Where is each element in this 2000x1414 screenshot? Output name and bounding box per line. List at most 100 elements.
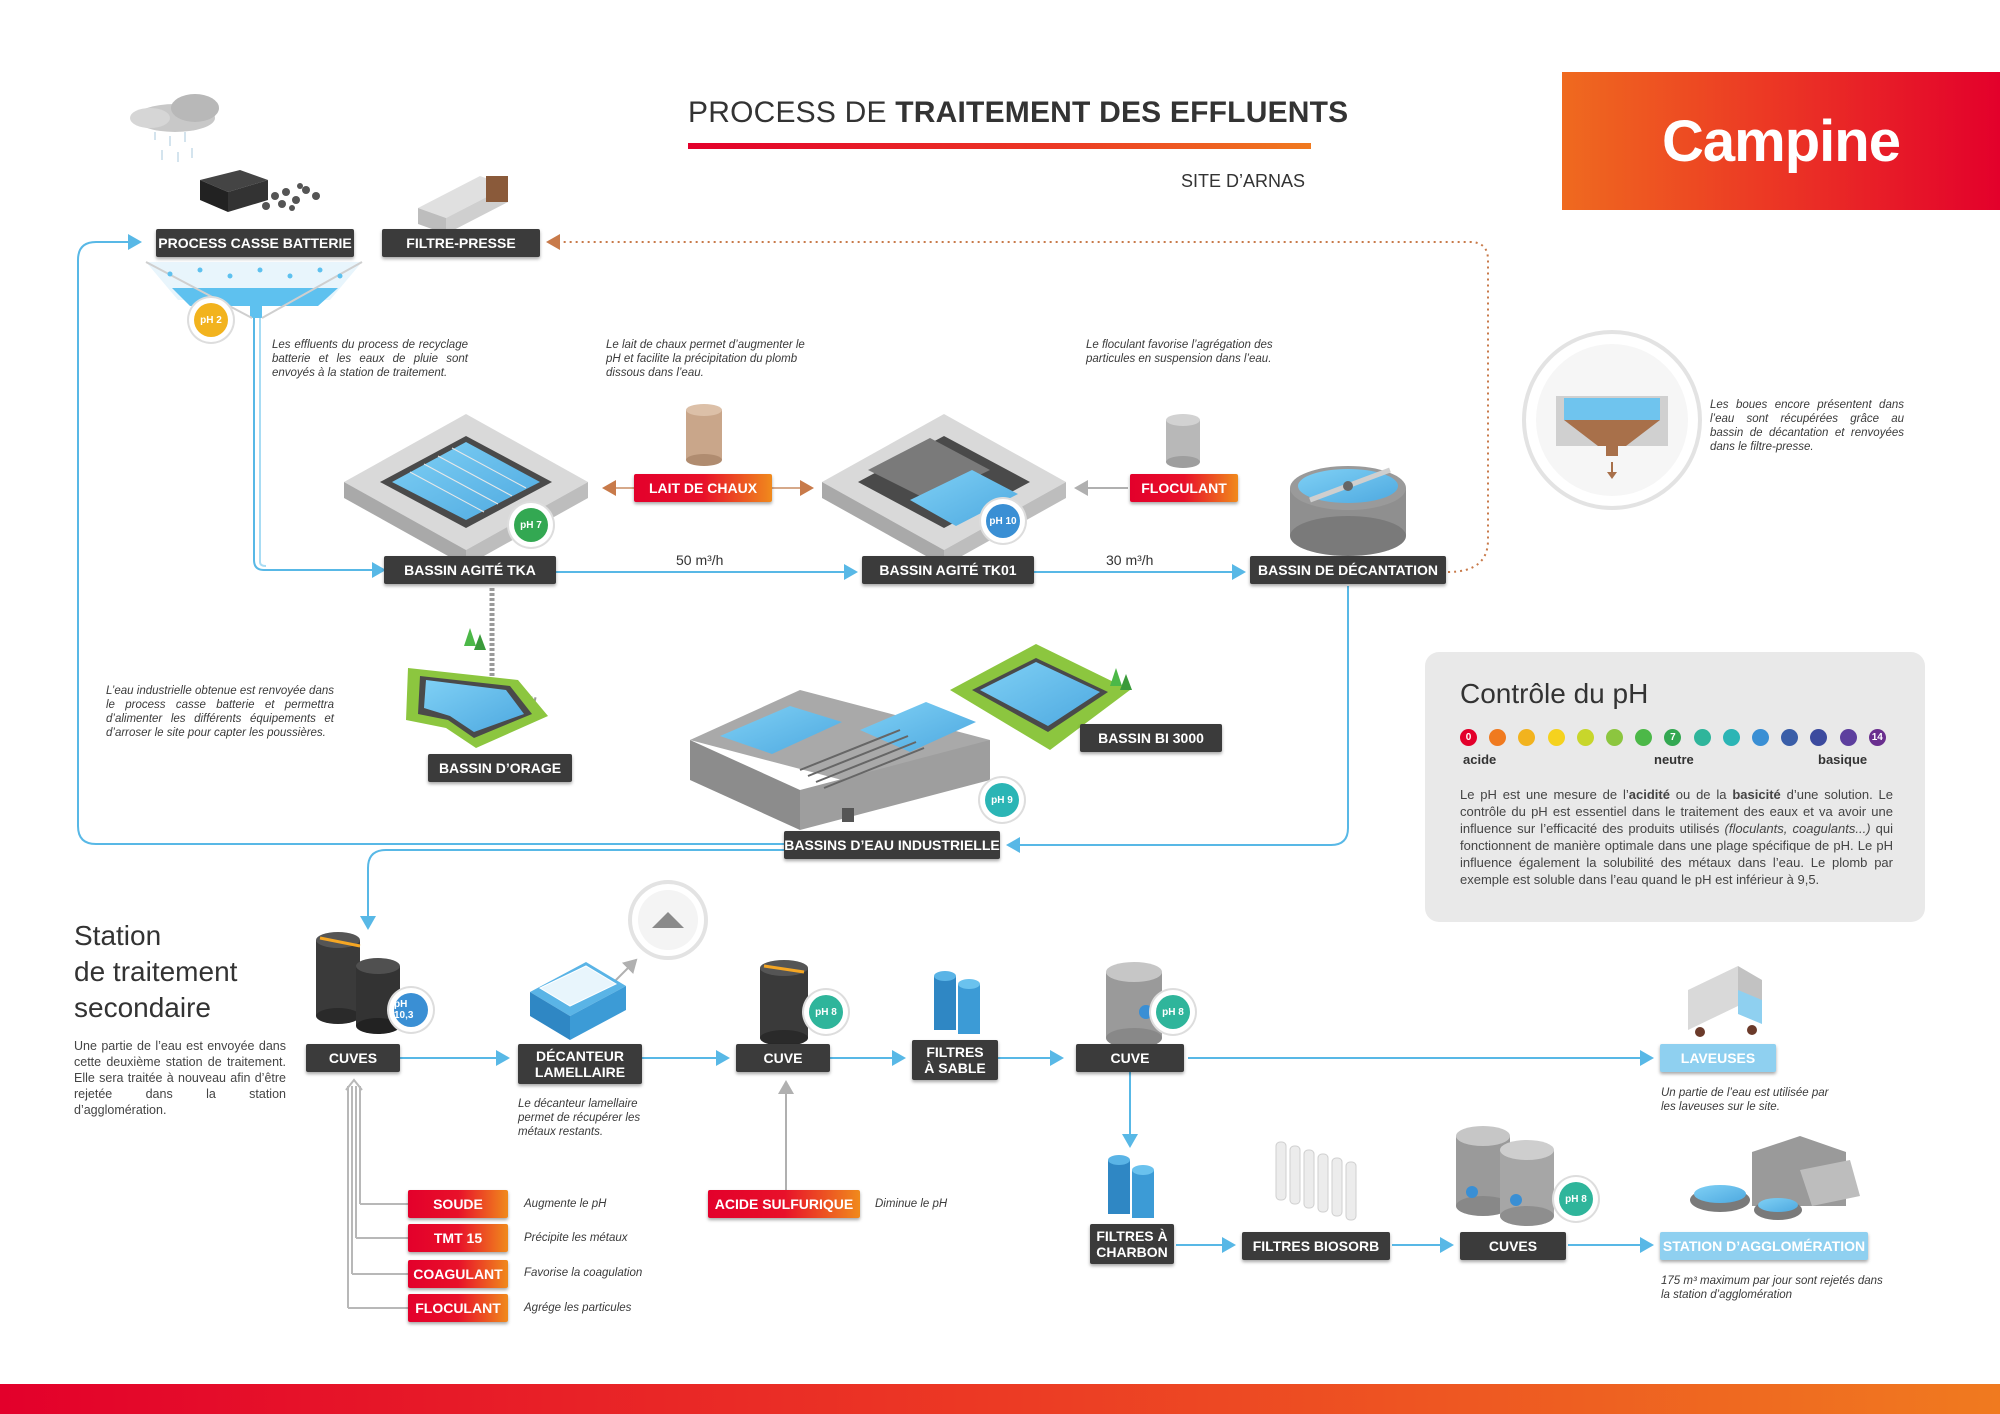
ph-text-part: qui fonctionnent de manière optimale dan… [1460,821,1893,887]
label-bassin-orage[interactable]: BASSIN D’ORAGE [428,754,572,782]
note-effluents: Les effluents du process de recyclage ba… [272,339,468,379]
ph-badge-industrielle: pH 9 [985,783,1019,817]
secondary-title-line: de traitement [74,956,238,987]
chemical-floculant-desc: Agrége les particules [524,1302,632,1314]
secondary-title: Station de traitement secondaire [74,918,237,1026]
ph-badge-cuve: pH 8 [809,995,843,1029]
cloud-rain-icon [130,94,219,162]
flow-rate-tka-tk01: 50 m³/h [676,552,724,568]
ph-scale-dot [1518,729,1536,746]
bassin-tka-illustration [344,414,588,566]
ph-text-part: d’une solution. Le contrôle du pH est es… [1460,787,1893,836]
chemical-floculant[interactable]: FLOCULANT [408,1294,508,1322]
label-cuves[interactable]: CUVES [306,1044,400,1072]
note-floculant: Le floculant favorise l’agrégation des p… [1086,339,1273,365]
ph-control-text: Le pH est une mesure de l’acidité ou de … [1460,786,1893,888]
filtres-sable-illustration [934,971,980,1034]
truck-icon [1688,966,1762,1037]
ph-badge-cuves: pH 10,3 [394,993,428,1027]
ph-badge-tk01: pH 10 [986,504,1020,538]
battery-icon [200,170,320,212]
sludge-detail-circle [1522,330,1702,510]
ph-control-title: Contrôle du pH [1460,678,1649,709]
cuves-drums-illustration [316,932,400,1034]
chemical-soude-desc: Augmente le pH [524,1198,607,1210]
secondary-title-line: Station [74,920,162,951]
note-lait-de-chaux: Le lait de chaux permet d’augmenter le p… [606,339,805,379]
ph-scale-dot [1489,729,1507,746]
cuve-drum-illustration [760,960,808,1046]
ph-text-part: ou de la [1669,787,1733,802]
label-cuves-grey[interactable]: CUVES [1460,1232,1566,1260]
ph-text-acidite: acidité [1628,787,1670,802]
decantation-tank-illustration [1290,466,1406,556]
ph-label-basique: basique [1818,752,1868,767]
ph-badge-cuve-grey: pH 8 [1156,995,1190,1029]
filtres-charbon-illustration [1108,1155,1154,1218]
chemical-soude[interactable]: SOUDE [408,1190,508,1218]
label-filtres-biosorb[interactable]: FILTRES BIOSORB [1242,1232,1390,1260]
secondary-title-line: secondaire [74,992,211,1023]
ph-scale-dot [1547,729,1565,746]
ph-scale-dot [1635,729,1653,746]
filtres-biosorb-illustration [1275,1141,1357,1221]
secondary-flow-lines [345,958,1654,1309]
ph-text-products: (floculants, coagulants...) [1724,821,1871,836]
funnel-icon [145,261,363,319]
label-bassin-bi-3000[interactable]: BASSIN BI 3000 [1080,724,1222,752]
label-process-casse-batterie[interactable]: PROCESS CASSE BATTERIE [156,229,354,257]
ph-label-neutre: neutre [1654,752,1694,767]
ph-scale-dot [1810,729,1828,746]
title-light: PROCESS DE [688,96,896,129]
station-agglomeration-illustration [1690,1136,1860,1220]
label-bassin-decantation[interactable]: BASSIN DE DÉCANTATION [1250,556,1446,584]
ph-scale-dot: 0 [1460,729,1477,746]
page-title: PROCESS DE TRAITEMENT DES EFFLUENTS [688,96,1348,130]
ph-scale-dot [1839,729,1857,746]
ph-badge-casse: pH 2 [194,303,228,337]
sludge-heap-circle [628,880,708,960]
cuve-grey-illustration [1106,962,1162,1048]
ph-scale-dot: 14 [1868,729,1886,746]
ph-scale-dot [1781,729,1799,746]
label-acide-sulfurique[interactable]: ACIDE SULFURIQUE [708,1190,860,1218]
label-filtres-sable[interactable]: FILTRES À SABLE [912,1040,998,1080]
site-name: SITE D’ARNAS [1181,171,1306,191]
ph-scale: 0 7 14 [1460,726,1890,752]
title-underline [688,143,1311,149]
label-lait-de-chaux[interactable]: LAIT DE CHAUX [634,474,772,502]
ph-scale-dot: 7 [1664,729,1682,746]
label-bassins-eau-industrielle[interactable]: BASSINS D’EAU INDUSTRIELLE [784,831,1000,859]
ph-scale-dot [1693,729,1711,746]
note-decanteur: Le décanteur lamellaire permet de récupé… [518,1098,641,1138]
label-filtre-presse[interactable]: FILTRE-PRESSE [382,229,540,257]
label-station-agglomeration[interactable]: STATION D’AGGLOMÉRATION [1660,1232,1868,1260]
ph-text-part: Le pH est une mesure de l’ [1460,787,1629,802]
ph-scale-dot [1576,729,1594,746]
cuves-grey-illustration [1456,1126,1554,1226]
campine-logo: Campine [1562,72,2000,210]
label-bassin-agite-tka[interactable]: BASSIN AGITÉ TKA [384,556,556,584]
ph-scale-dot [1722,729,1740,746]
label-bassin-agite-tk01[interactable]: BASSIN AGITÉ TK01 [862,556,1034,584]
ph-badge-cuves-grey: pH 8 [1559,1182,1593,1216]
label-cuve-grey[interactable]: CUVE [1076,1044,1184,1072]
label-cuve[interactable]: CUVE [736,1044,830,1072]
secondary-description: Une partie de l’eau est envoyée dans cet… [74,1039,286,1117]
label-filtres-charbon[interactable]: FILTRES À CHARBON [1090,1224,1174,1264]
title-bold: TRAITEMENT DES EFFLUENTS [895,96,1349,129]
note-acide: Diminue le pH [875,1198,948,1210]
chemical-tmt15-desc: Précipite les métaux [524,1232,628,1244]
ph-scale-dot [1752,729,1769,746]
note-laveuses: Un partie de l’eau est utilisée par les … [1661,1087,1829,1113]
bassin-bi3000-illustration [950,644,1132,750]
label-floculant[interactable]: FLOCULANT [1130,474,1238,502]
ph-scale-dot [1606,729,1623,746]
note-boues: Les boues encore présentent dans l’eau s… [1710,399,1904,453]
filter-press-icon [418,176,508,234]
chemical-coagulant[interactable]: COAGULANT [408,1260,508,1288]
label-decanteur-lamellaire[interactable]: DÉCANTEUR LAMELLAIRE [518,1044,642,1084]
label-laveuses[interactable]: LAVEUSES [1660,1044,1776,1072]
chemical-tmt15[interactable]: TMT 15 [408,1224,508,1252]
